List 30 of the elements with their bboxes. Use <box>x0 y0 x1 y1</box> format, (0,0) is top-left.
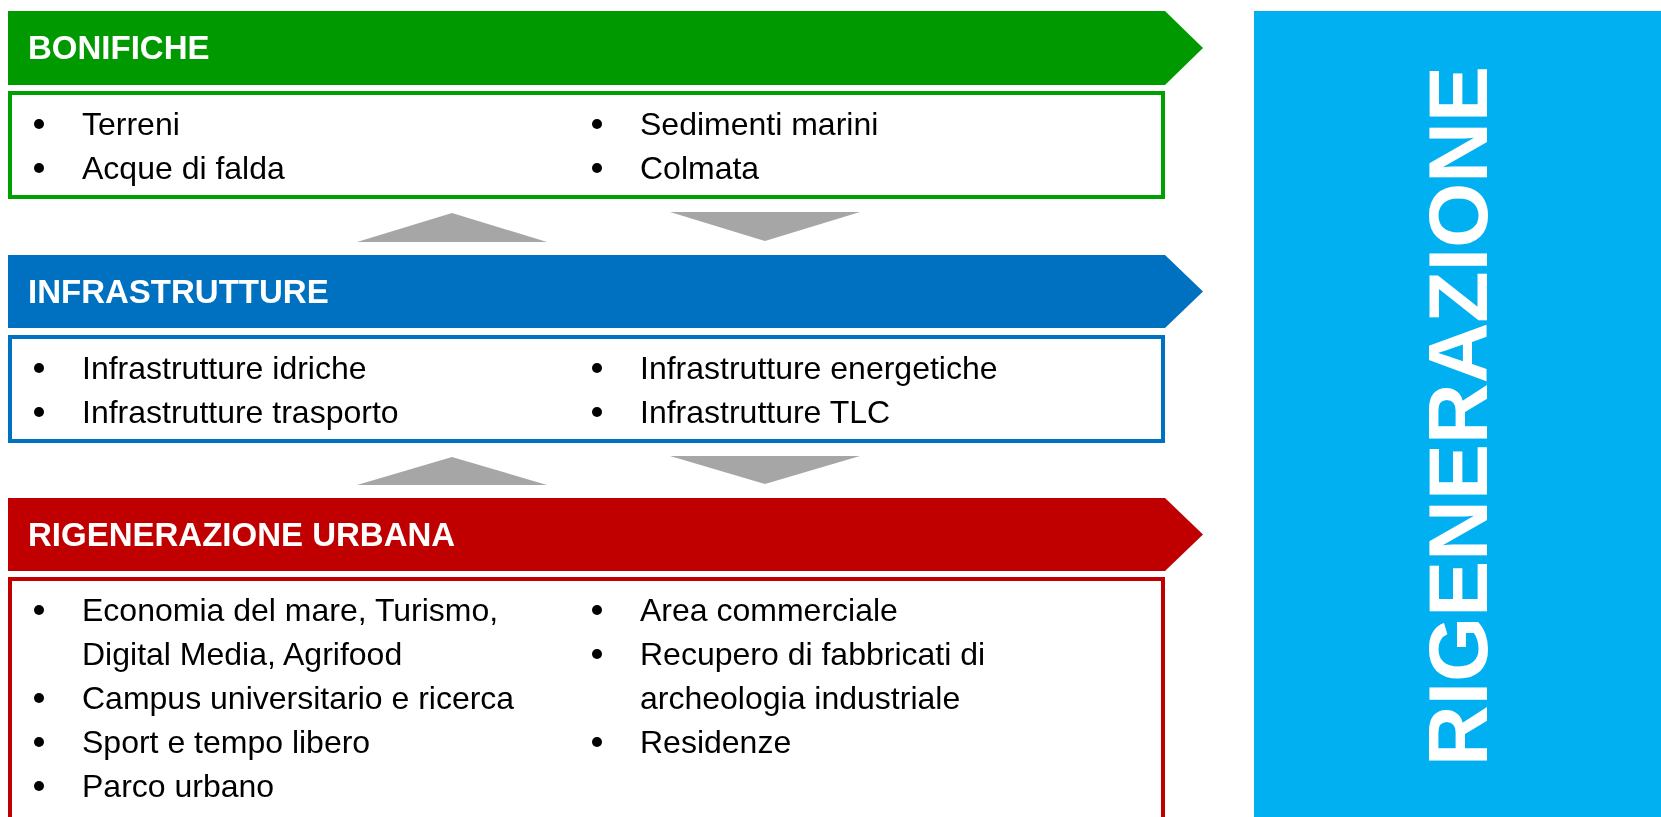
list-item: Sedimenti marini <box>640 105 880 144</box>
chevron-arrow <box>357 213 547 242</box>
chevron-arrow <box>357 457 547 485</box>
list-item: Acque di falda <box>82 149 286 188</box>
list-item: Infrastrutture energetiche <box>640 349 999 388</box>
list-panel <box>8 577 1165 817</box>
section-title: BONIFICHE <box>28 29 210 67</box>
list-item: Infrastrutture idriche <box>82 349 368 388</box>
side-band <box>1254 11 1661 817</box>
section-title: RIGENERAZIONE URBANA <box>28 515 456 554</box>
section-banner <box>8 498 1203 571</box>
list-item: Infrastrutture TLC <box>640 393 892 432</box>
section-title: INFRASTRUTTURE <box>28 272 329 311</box>
list-item: Terreni <box>82 105 181 144</box>
section-banner <box>8 11 1203 85</box>
section-banner <box>8 255 1203 328</box>
list-item: Infrastrutture trasporto <box>82 393 400 432</box>
side-title: RIGENERAZIONE <box>1409 65 1505 767</box>
chevron-arrow <box>670 212 860 241</box>
list-panel <box>8 335 1165 443</box>
chevron-arrow <box>670 456 860 484</box>
list-item: Sport e tempo libero <box>82 723 372 762</box>
list-item: Area commerciale <box>640 591 899 630</box>
list-item: Economia del mare, Turismo, Digital Media, Agrifood <box>82 591 500 674</box>
list-item: Residenze <box>640 723 793 762</box>
list-item: Colmata <box>640 149 761 188</box>
list-item: Parco urbano <box>82 767 276 806</box>
list-item: Campus universitario e ricerca <box>82 679 516 718</box>
list-panel <box>8 91 1165 199</box>
list-item: Recupero di fabbricati di archeologia industriale <box>640 635 987 718</box>
